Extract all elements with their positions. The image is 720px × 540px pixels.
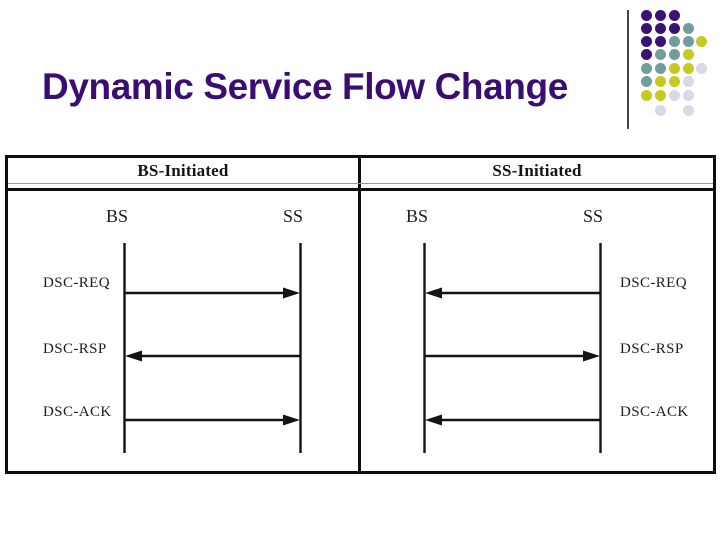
deco-dot bbox=[682, 75, 694, 87]
table-center-divider bbox=[358, 155, 361, 474]
deco-dot bbox=[640, 75, 652, 87]
deco-separator-line bbox=[627, 10, 629, 129]
deco-dot bbox=[695, 62, 707, 74]
deco-dot bbox=[682, 35, 694, 47]
deco-dot bbox=[668, 9, 680, 21]
deco-dot bbox=[640, 62, 652, 74]
deco-dot bbox=[654, 89, 666, 101]
deco-dot bbox=[640, 89, 652, 101]
message-label-dsc-rsp-left: DSC-RSP bbox=[43, 341, 107, 357]
deco-dot bbox=[682, 22, 694, 34]
deco-dot bbox=[640, 48, 652, 60]
slide-title: Dynamic Service Flow Change bbox=[42, 66, 568, 107]
deco-dot bbox=[654, 62, 666, 74]
deco-dot bbox=[668, 48, 680, 60]
deco-dot bbox=[654, 48, 666, 60]
deco-dot bbox=[640, 22, 652, 34]
message-label-dsc-req-right: DSC-REQ bbox=[620, 275, 687, 291]
deco-dot bbox=[682, 48, 694, 60]
deco-dot bbox=[682, 89, 694, 101]
deco-dot bbox=[654, 104, 666, 116]
actor-label-left-ss: SS bbox=[282, 206, 304, 226]
deco-dot bbox=[654, 22, 666, 34]
message-label-dsc-ack-right: DSC-ACK bbox=[620, 404, 689, 420]
deco-dot bbox=[668, 22, 680, 34]
deco-dot bbox=[695, 35, 707, 47]
deco-dot bbox=[654, 75, 666, 87]
deco-dot bbox=[654, 9, 666, 21]
deco-dot bbox=[640, 9, 652, 21]
deco-dot bbox=[668, 35, 680, 47]
header-rule-gray bbox=[8, 183, 713, 184]
deco-dot bbox=[654, 35, 666, 47]
message-label-dsc-req-left: DSC-REQ bbox=[43, 275, 110, 291]
header-cell-ss-initiated: SS-Initiated bbox=[492, 161, 582, 180]
message-label-dsc-ack-left: DSC-ACK bbox=[43, 404, 112, 420]
deco-dot bbox=[668, 62, 680, 74]
actor-label-left-bs: BS bbox=[105, 206, 129, 226]
deco-dot bbox=[668, 89, 680, 101]
deco-dot bbox=[682, 62, 694, 74]
header-cell-bs-initiated: BS-Initiated bbox=[137, 161, 229, 180]
header-rule-black bbox=[8, 188, 713, 191]
actor-label-right-bs: BS bbox=[405, 206, 429, 226]
deco-dot bbox=[640, 35, 652, 47]
deco-dot bbox=[668, 75, 680, 87]
actor-label-right-ss: SS bbox=[582, 206, 604, 226]
message-label-dsc-rsp-right: DSC-RSP bbox=[620, 341, 684, 357]
deco-dot bbox=[682, 104, 694, 116]
